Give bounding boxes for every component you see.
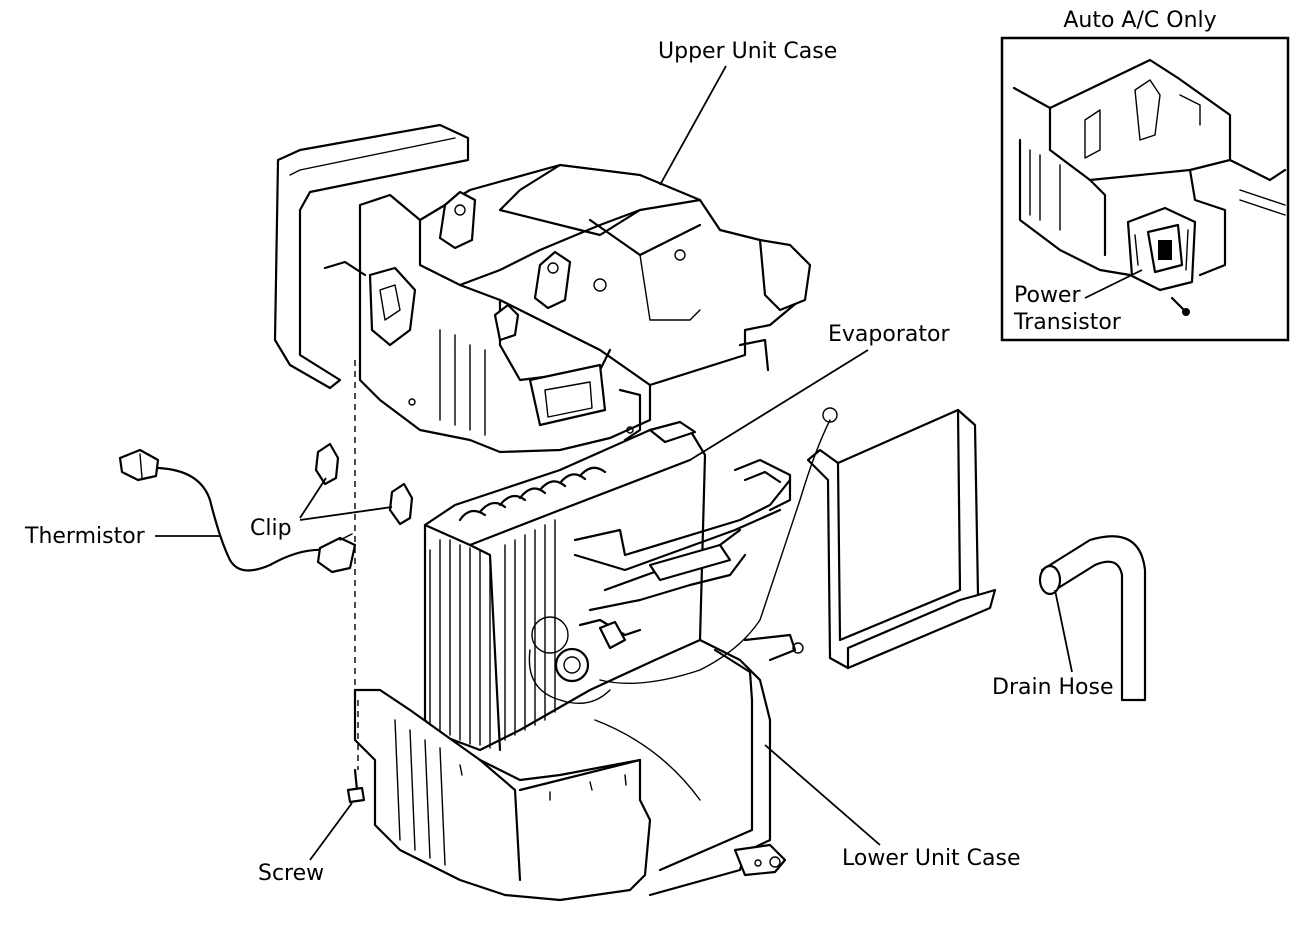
evaporator-core	[423, 420, 707, 752]
power-transistor-leader	[1084, 269, 1143, 299]
lower-unit-case-label: Lower Unit Case	[842, 846, 1021, 871]
screw-part	[346, 768, 366, 804]
evaporator-seal-frame	[806, 408, 997, 670]
transistor-screw-icon	[1170, 296, 1190, 316]
drain-hose	[1038, 535, 1147, 702]
drain-hose-leader	[1054, 589, 1073, 673]
evaporator-leader	[689, 349, 869, 461]
power-transistor-part	[1126, 206, 1197, 292]
screw-leader	[309, 802, 353, 861]
clip-leader-1	[299, 477, 327, 519]
evaporator-piping	[528, 407, 838, 704]
upper-unit-case-label: Upper Unit Case	[658, 39, 837, 64]
upper-unit-case-leader	[659, 65, 727, 186]
lower-unit-case-leader	[764, 744, 881, 846]
drain-hose-label: Drain Hose	[992, 675, 1114, 700]
thermistor-label: Thermistor	[24, 524, 146, 549]
thermistor-part	[118, 448, 357, 574]
power-transistor-label-line2: Transistor	[1013, 310, 1122, 335]
inset-title: Auto A/C Only	[1063, 8, 1216, 33]
clip-label: Clip	[250, 516, 292, 541]
lower-unit-case	[353, 633, 804, 902]
upper-gasket	[273, 123, 470, 390]
screw-label: Screw	[258, 861, 324, 886]
clip-leader-2	[299, 506, 393, 521]
auto-ac-inset: Auto A/C Only Power Transistor	[1000, 8, 1290, 342]
clip-parts	[314, 442, 414, 526]
evaporator-label: Evaporator	[828, 322, 950, 347]
inset-frame	[1000, 36, 1290, 342]
upper-unit-case	[273, 123, 812, 454]
power-transistor-label-line1: Power	[1014, 283, 1081, 308]
inset-case-illustration	[1012, 58, 1287, 277]
